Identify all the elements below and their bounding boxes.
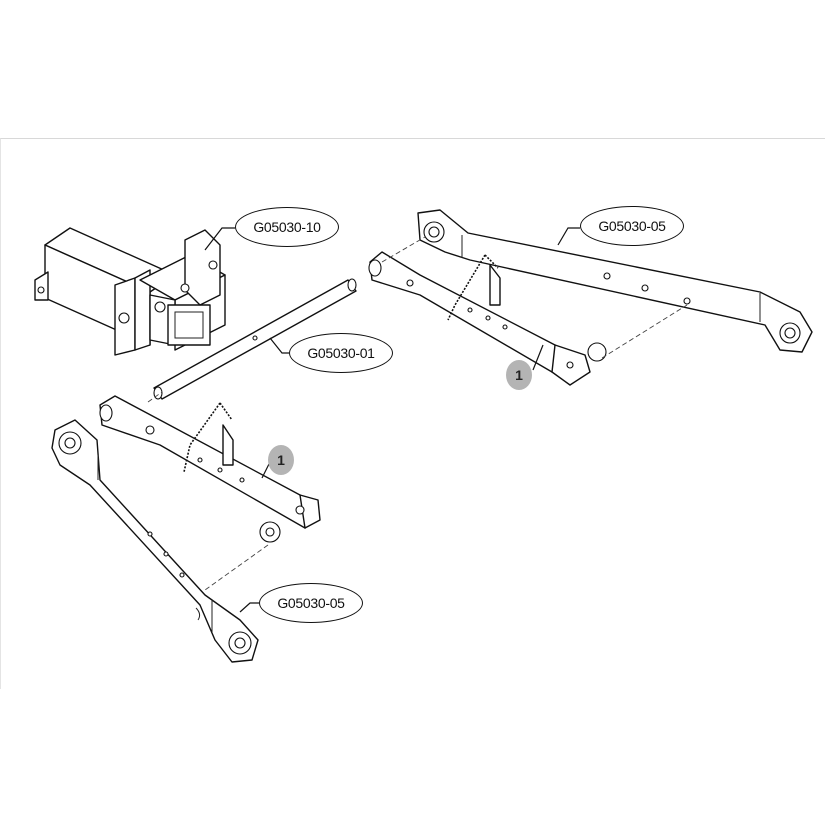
badge-stabilizer-left: 1 [268,445,294,475]
callout-lower-arm-left: G05030-05 [259,583,363,623]
callout-cross-pin: G05030-01 [289,333,393,373]
left-stabilizer-part [99,395,321,543]
left-arm-part [51,419,259,663]
diagram-frame [0,138,825,689]
cross-pin-part [153,278,357,400]
callout-hitch-frame: G05030-10 [235,207,339,247]
badge-stabilizer-right: 1 [506,360,532,390]
callout-upper-arm-right: G05030-05 [580,206,684,246]
right-stabilizer-part [368,251,607,386]
leader-lines [204,227,580,613]
hitch-frame-part [34,227,226,356]
right-arm-part [417,209,813,353]
